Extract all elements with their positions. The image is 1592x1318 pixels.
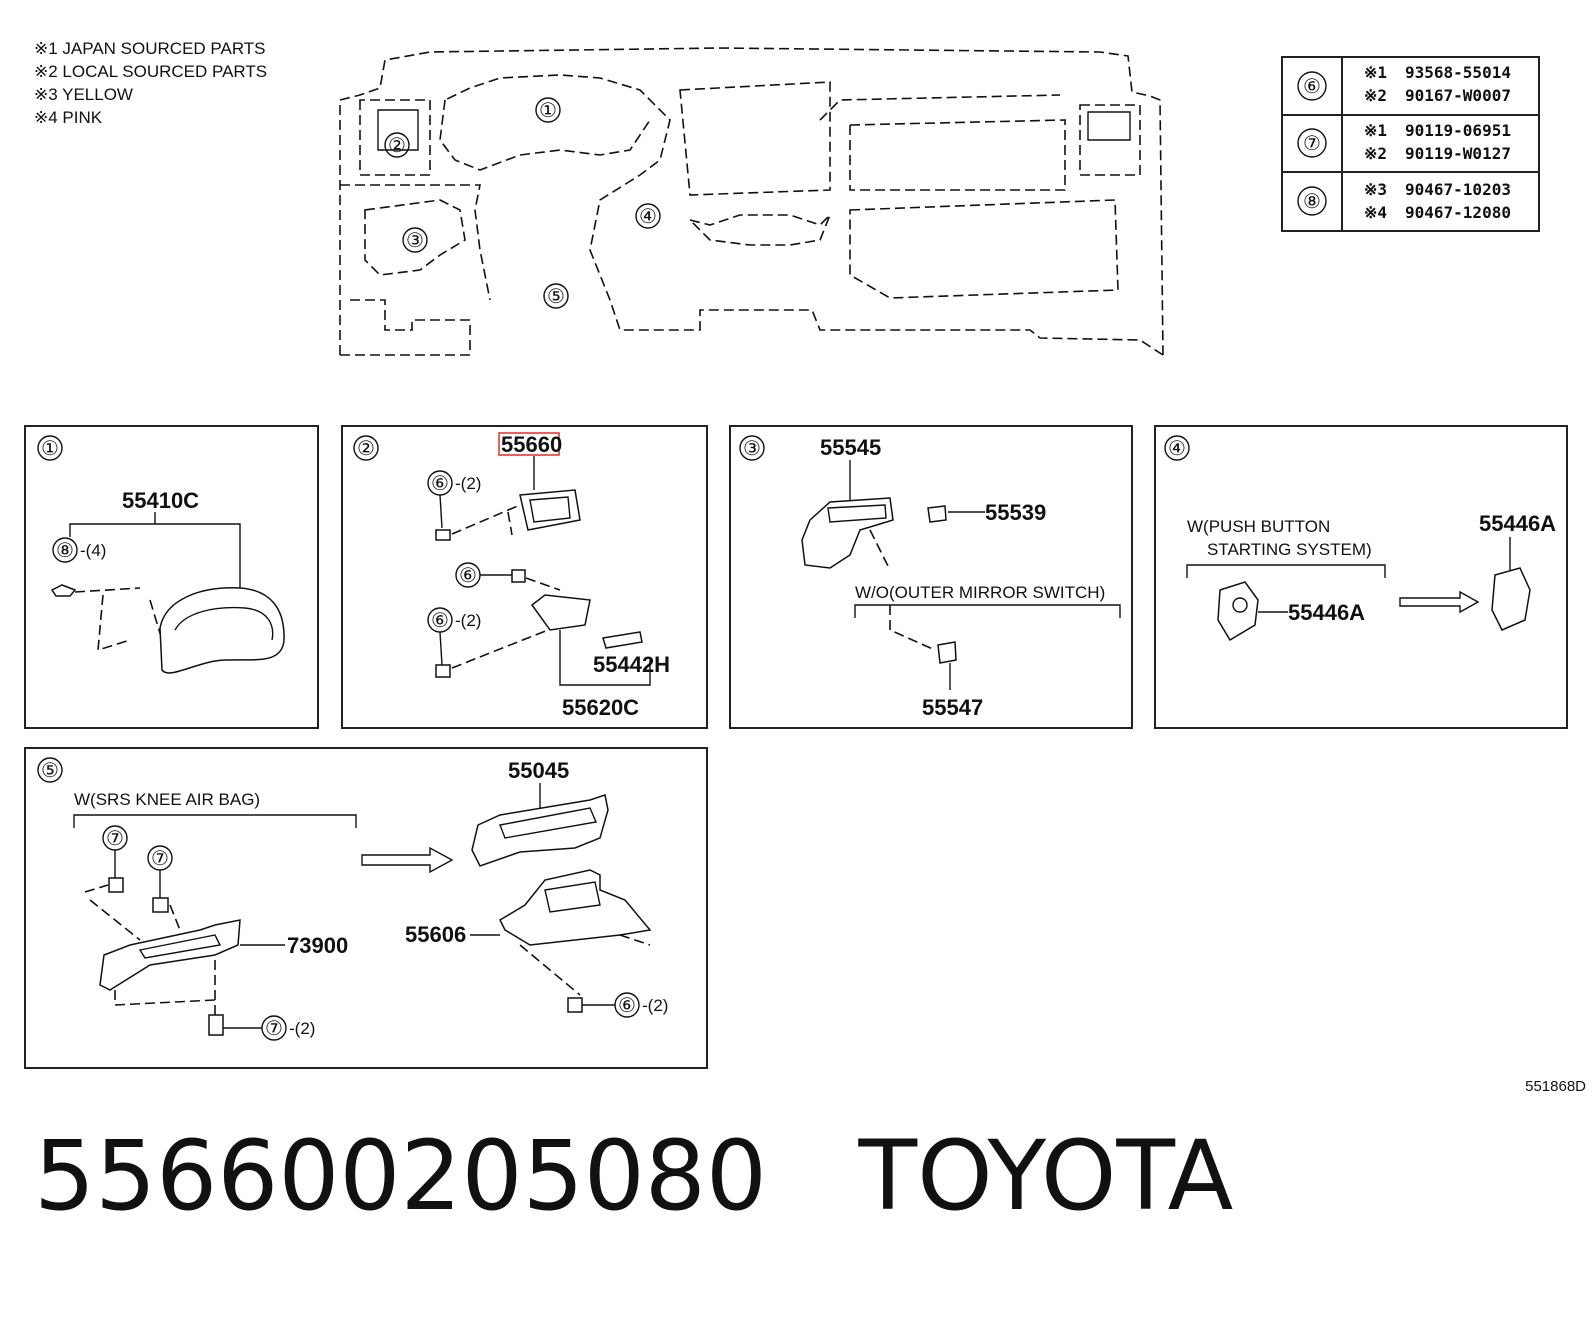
note-3: ※3 YELLOW [34, 85, 133, 104]
overview-callouts: ① ② ③ ④ ⑤ [384, 97, 661, 309]
footer-part-number: 556600205080 [34, 1120, 767, 1232]
panel-4-ref: ④ [1168, 438, 1186, 460]
screw-part [435, 529, 451, 541]
note-2: ※2 LOCAL SOURCED PARTS [34, 62, 267, 81]
condition-label: W(PUSH BUTTON [1187, 517, 1330, 536]
arrow-icon [361, 846, 454, 874]
footer-brand: TOYOTA [858, 1120, 1234, 1232]
screw-part [208, 1014, 224, 1036]
part-label: 55606 [405, 922, 466, 947]
part-label: 55620C [562, 695, 639, 720]
switch-bezel-part [1491, 567, 1531, 631]
screw-part [108, 877, 124, 893]
highlighted-part-box[interactable] [498, 432, 560, 456]
fastener-callout-7: ⑦ [106, 828, 124, 850]
fastener-qty: -(2) [455, 611, 481, 630]
table-mark: ※4 [1364, 203, 1387, 222]
part-label: 73900 [287, 933, 348, 958]
part-label: 55446A [1288, 600, 1365, 625]
screw-part [152, 897, 169, 913]
footer-separator [767, 1120, 859, 1232]
switch-part [937, 641, 957, 664]
panel-5-ref: ⑤ [41, 760, 59, 782]
table-ref-6: ⑥ [1303, 76, 1321, 98]
arrow-icon [1399, 590, 1480, 614]
cluster-finish-panel-part [159, 587, 285, 674]
note-1: ※1 JAPAN SOURCED PARTS [34, 39, 266, 58]
lower-panel-part [801, 497, 894, 569]
fastener-qty: -(4) [80, 541, 106, 560]
table-part-number: 93568-55014 [1405, 63, 1511, 82]
condition-label: STARTING SYSTEM) [1207, 540, 1372, 559]
overview-callout-4: ④ [639, 206, 657, 228]
switch-part [927, 505, 947, 523]
knee-cover-part [99, 919, 241, 991]
fastener-qty: -(2) [289, 1019, 315, 1038]
table-mark: ※3 [1364, 180, 1387, 199]
table-part-number: 90119-06951 [1405, 121, 1511, 140]
fastener-callout-6: ⑥ [431, 473, 449, 495]
table-part-number: 90467-12080 [1405, 203, 1511, 222]
table-part-number: 90467-10203 [1405, 180, 1511, 199]
fastener-qty: -(2) [455, 474, 481, 493]
part-label: 55446A [1479, 511, 1556, 536]
panel-2-ref: ② [357, 438, 375, 460]
register-part [519, 489, 581, 531]
table-mark: ※1 [1364, 121, 1387, 140]
overview-callout-1: ① [539, 100, 557, 122]
strip-part [602, 631, 643, 649]
diagram-code: 551868D [1525, 1078, 1586, 1095]
register-housing-part [530, 594, 591, 631]
part-label: 55539 [985, 500, 1046, 525]
panel-1-cluster-finish: ① 55410C ⑧ -(4) [24, 425, 319, 729]
part-label: 55545 [820, 435, 881, 460]
part-number-footer: 556600205080 TOYOTA [34, 1128, 1233, 1224]
lower-cover-part [499, 869, 652, 946]
part-label: 55045 [508, 758, 569, 783]
clip-part [50, 584, 77, 597]
fastener-callout-6: ⑥ [431, 610, 449, 632]
fastener-qty: -(2) [642, 996, 668, 1015]
fastener-callout-7: ⑦ [151, 848, 169, 870]
overview-callout-3: ③ [406, 230, 424, 252]
panel-3-ref: ③ [743, 438, 761, 460]
dashboard-overview: ① ② ③ ④ ⑤ [339, 47, 1164, 356]
fastener-table: ⑥ ⑦ ⑧ ※1 93568-55014 ※2 90167-W0007 ※1 9… [1281, 56, 1540, 232]
table-ref-7: ⑦ [1303, 133, 1321, 155]
screw-part [511, 569, 526, 583]
table-mark: ※2 [1364, 86, 1387, 105]
table-part-number: 90119-W0127 [1405, 144, 1511, 163]
knee-panel-part [471, 794, 609, 867]
overview-callout-2: ② [388, 135, 406, 157]
table-ref-8: ⑧ [1303, 191, 1321, 213]
panel-4-switch-bezel: ④ W(PUSH BUTTON STARTING SYSTEM) 55446A … [1154, 425, 1568, 729]
note-4: ※4 PINK [34, 108, 103, 127]
highlighted-part-label[interactable]: 55660 [501, 432, 562, 457]
part-label: 55442H [593, 652, 670, 677]
fastener-callout-7: ⑦ [265, 1018, 283, 1040]
screw-part [567, 997, 583, 1013]
table-mark: ※1 [1364, 63, 1387, 82]
fastener-callout-8: ⑧ [56, 540, 74, 562]
screw-part [435, 664, 451, 678]
table-mark: ※2 [1364, 144, 1387, 163]
panel-2-register: ② 55660 ⑥ -(2) ⑥ ⑥ -(2) 55442H 55620C [341, 425, 708, 729]
overview-callout-5: ⑤ [547, 286, 565, 308]
panel-3-lower-panel: ③ 55545 55539 W/O(OUTER MIRROR SWITCH) 5… [729, 425, 1133, 729]
part-label: 55547 [922, 695, 983, 720]
part-label: 55410C [122, 488, 199, 513]
condition-label: W/O(OUTER MIRROR SWITCH) [855, 583, 1105, 602]
fastener-callout-6: ⑥ [459, 565, 477, 587]
table-part-number: 90167-W0007 [1405, 86, 1511, 105]
fastener-callout-6: ⑥ [618, 995, 636, 1017]
sourcing-notes: ※1 JAPAN SOURCED PARTS ※2 LOCAL SOURCED … [34, 39, 267, 127]
panel-1-ref: ① [41, 438, 59, 460]
panel-5-lower-cover: ⑤ W(SRS KNEE AIR BAG) 55045 ⑦ ⑦ 73900 ⑦ … [24, 747, 708, 1069]
condition-label: W(SRS KNEE AIR BAG) [74, 790, 260, 809]
